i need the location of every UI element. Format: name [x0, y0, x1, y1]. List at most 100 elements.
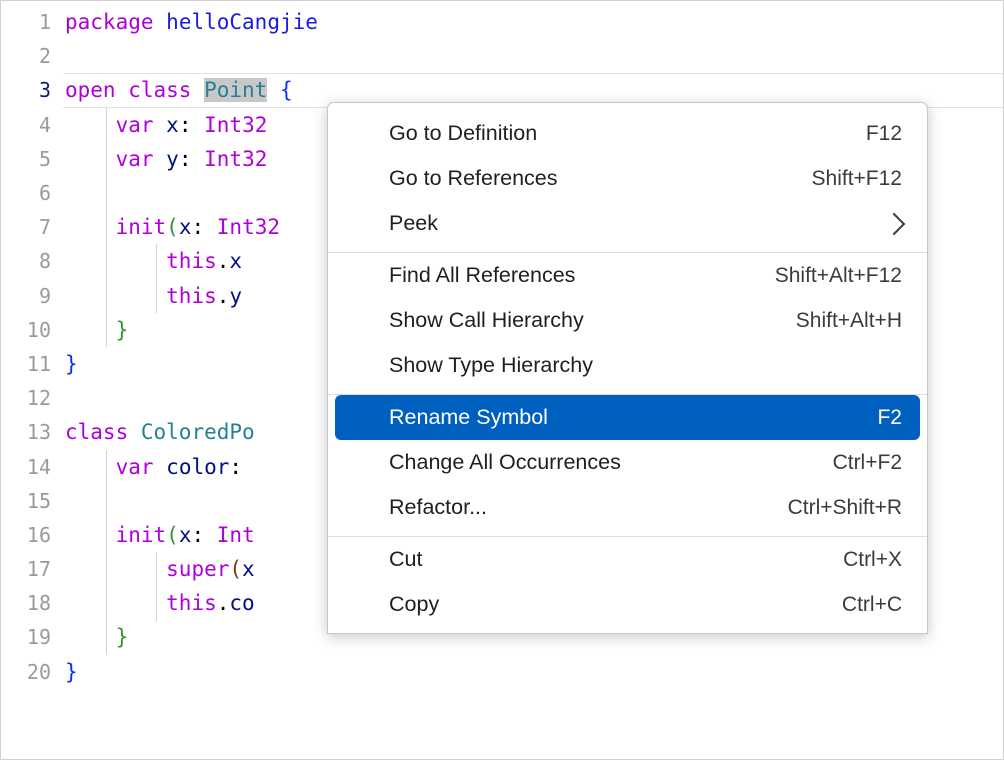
code-line-text: class ColoredPo: [63, 415, 1003, 449]
code-line[interactable]: 2: [1, 39, 1003, 73]
code-line[interactable]: 17 super(x: [1, 552, 1003, 586]
code-line[interactable]: 13 class ColoredPo: [1, 415, 1003, 449]
code-line[interactable]: 4 var x: Int32: [1, 108, 1003, 142]
code-line-text: }: [63, 655, 1003, 689]
code-token: [191, 78, 204, 102]
code-token: [242, 455, 255, 479]
menu-item-shortcut: Ctrl+C: [841, 592, 902, 616]
code-token: [65, 557, 166, 581]
code-line[interactable]: 1 package helloCangjie: [1, 5, 1003, 39]
code-line[interactable]: 15: [1, 484, 1003, 518]
menu-separator: [328, 394, 927, 395]
code-token: :: [178, 112, 192, 137]
line-number: 15: [26, 488, 51, 513]
line-number: 17: [26, 557, 51, 582]
menu-item-peek[interactable]: Peek: [335, 201, 920, 246]
code-token: [65, 249, 166, 273]
code-line[interactable]: 9 this.y: [1, 279, 1003, 313]
line-number: 1: [38, 10, 51, 35]
code-line-text: package helloCangjie: [63, 5, 1003, 39]
code-line[interactable]: 10 }: [1, 313, 1003, 347]
menu-separator: [328, 252, 927, 253]
menu-item-refactor[interactable]: Refactor... Ctrl+Shift+R: [335, 485, 920, 530]
line-number: 7: [38, 215, 51, 240]
menu-item-label: Refactor...: [389, 495, 487, 519]
code-token: }: [65, 351, 78, 376]
code-line[interactable]: 11}: [1, 347, 1003, 381]
menu-item-label: Show Call Hierarchy: [389, 308, 584, 332]
menu-item-show-call-hierarchy[interactable]: Show Call Hierarchy Shift+Alt+H: [335, 298, 920, 343]
code-line-text: }: [63, 313, 1003, 347]
code-token: package: [65, 10, 154, 35]
code-token: var: [115, 454, 154, 479]
code-line[interactable]: 7 init(x: Int32: [1, 210, 1003, 244]
code-token: [267, 78, 280, 102]
menu-item-shortcut: Shift+F12: [811, 166, 902, 190]
code-line[interactable]: 6: [1, 176, 1003, 210]
menu-item-go-to-definition[interactable]: Go to Definition F12: [335, 111, 920, 156]
code-token: }: [65, 659, 78, 684]
line-number: 9: [38, 283, 51, 308]
line-number: 5: [38, 146, 51, 171]
code-line[interactable]: 8 this.x: [1, 244, 1003, 278]
code-token: [65, 318, 116, 342]
code-line[interactable]: 18 this.co: [1, 586, 1003, 620]
code-token: super: [166, 557, 230, 582]
code-token: [128, 420, 141, 444]
code-line[interactable]: 20}: [1, 655, 1003, 689]
code-token: [65, 625, 116, 649]
menu-item-shortcut: Ctrl+Shift+R: [787, 495, 902, 519]
code-token: [154, 147, 167, 171]
code-token: class: [65, 420, 129, 445]
line-number: 13: [26, 420, 51, 445]
code-token: [242, 249, 255, 273]
code-token: var: [115, 146, 154, 171]
line-number: 18: [26, 591, 51, 616]
code-token: (: [229, 557, 243, 582]
code-line-text: var x: Int32: [63, 108, 1003, 142]
menu-item-label: Find All References: [389, 263, 576, 287]
code-token: open: [65, 78, 116, 103]
code-token: .: [216, 249, 230, 274]
menu-item-find-all-references[interactable]: Find All References Shift+Alt+F12: [335, 253, 920, 298]
menu-item-label: Show Type Hierarchy: [389, 353, 593, 377]
menu-separator: [328, 536, 927, 537]
code-token: :: [191, 522, 205, 547]
code-token: Int32: [204, 146, 268, 171]
code-line[interactable]: 12: [1, 381, 1003, 415]
code-line[interactable]: 14 var color:: [1, 449, 1003, 483]
code-line[interactable]: 16 init(x: Int: [1, 518, 1003, 552]
code-token: [65, 113, 116, 137]
code-line[interactable]: 19 }: [1, 620, 1003, 654]
menu-item-show-type-hierarchy[interactable]: Show Type Hierarchy: [335, 343, 920, 388]
code-token: :: [178, 146, 192, 171]
code-token: [65, 455, 116, 479]
code-token: [65, 215, 116, 239]
code-token: }: [115, 625, 129, 650]
menu-item-label: Go to Definition: [389, 121, 538, 145]
code-token: [65, 591, 166, 615]
line-number: 16: [26, 522, 51, 547]
code-token: ColoredPo: [140, 420, 255, 445]
menu-item-shortcut: F12: [865, 121, 902, 145]
menu-item-shortcut: Shift+Alt+F12: [774, 263, 902, 287]
code-line-text: }: [63, 620, 1003, 654]
line-number: 10: [26, 317, 51, 342]
code-line-text: open class Point {: [63, 73, 1003, 107]
code-line[interactable]: 5 var y: Int32: [1, 142, 1003, 176]
menu-item-label: Rename Symbol: [389, 405, 548, 429]
line-number: 11: [26, 351, 51, 376]
menu-item-shortcut: F2: [877, 405, 902, 429]
menu-item-rename-symbol[interactable]: Rename Symbol F2: [335, 395, 920, 440]
line-number: 2: [38, 44, 51, 69]
code-line-text: init(x: Int: [63, 518, 1003, 552]
menu-item-shortcut: Shift+Alt+H: [795, 308, 902, 332]
